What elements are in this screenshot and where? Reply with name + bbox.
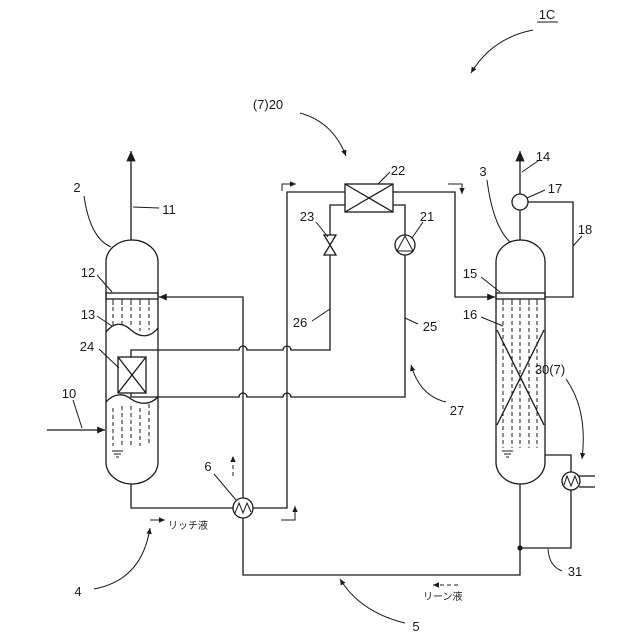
ref-11-label: 11 bbox=[162, 202, 176, 217]
ref-26-label: 26 bbox=[293, 315, 307, 330]
ref-5-label: 5 bbox=[412, 619, 419, 634]
heat-exchanger-6 bbox=[233, 498, 253, 518]
ref-6-label: 6 bbox=[204, 459, 211, 474]
leader-6 bbox=[214, 474, 236, 500]
unit-22-box bbox=[345, 184, 393, 212]
lean-line-5 bbox=[243, 484, 520, 575]
leader-25 bbox=[405, 318, 418, 324]
figure-label: 1C bbox=[539, 7, 556, 22]
leader-24 bbox=[99, 349, 119, 368]
line-26 bbox=[131, 255, 330, 357]
ref-23-label: 23 bbox=[300, 209, 314, 224]
line-23-to-22 bbox=[330, 205, 345, 235]
ref-25-label: 25 bbox=[423, 319, 437, 334]
leader-3 bbox=[487, 180, 510, 242]
ref-21-label: 21 bbox=[420, 209, 434, 224]
leader-12 bbox=[97, 275, 112, 292]
ref-10-label: 10 bbox=[62, 386, 76, 401]
packing-16 bbox=[497, 307, 544, 448]
leader-10 bbox=[73, 400, 82, 428]
ref-12-label: 12 bbox=[81, 265, 95, 280]
ref-3-label: 3 bbox=[479, 164, 486, 179]
leader-13 bbox=[97, 316, 112, 326]
leader-21 bbox=[412, 222, 423, 238]
liquid-level-mark-right bbox=[502, 451, 513, 457]
leader-22 bbox=[378, 172, 390, 184]
ref-27-label: 27 bbox=[450, 403, 464, 418]
rich-solution-label: リッチ液 bbox=[168, 519, 208, 532]
ref-16-label: 16 bbox=[463, 307, 477, 322]
ref-22-label: 22 bbox=[391, 163, 405, 178]
separator-17 bbox=[512, 194, 528, 210]
column-2-shell bbox=[106, 240, 158, 484]
ref-31-label: 31 bbox=[568, 564, 582, 579]
ref-13-label: 13 bbox=[81, 307, 95, 322]
packing-13-lower bbox=[113, 404, 149, 446]
leader-arrow-27 bbox=[411, 365, 446, 402]
ref-15-label: 15 bbox=[463, 266, 477, 281]
valve-23 bbox=[324, 235, 336, 255]
leader-arrow-30 bbox=[566, 379, 583, 459]
ref-2-label: 2 bbox=[73, 180, 80, 195]
leader-16 bbox=[481, 317, 503, 326]
leader-17 bbox=[527, 190, 545, 198]
leader-2 bbox=[84, 196, 111, 247]
ref-18-label: 18 bbox=[578, 222, 592, 237]
ref-14-label: 14 bbox=[536, 149, 550, 164]
distributor-15 bbox=[496, 293, 545, 299]
line-25 bbox=[131, 255, 405, 397]
line-31 bbox=[520, 490, 571, 548]
liquid-level-mark-left bbox=[112, 451, 123, 457]
cutaway-wave-top bbox=[106, 324, 158, 336]
leader-23 bbox=[316, 222, 328, 237]
leader-arrow-20 bbox=[300, 113, 346, 156]
distributor-12-nozzles bbox=[113, 299, 149, 305]
leader-arrow-5 bbox=[340, 579, 405, 623]
distributor-12 bbox=[106, 293, 158, 299]
packing-13-upper bbox=[113, 307, 149, 331]
ref-4-label: 4 bbox=[74, 584, 81, 599]
ref-24-label: 24 bbox=[80, 339, 94, 354]
leader-arrow-1c bbox=[471, 30, 533, 73]
leader-31 bbox=[548, 549, 562, 571]
column-2 bbox=[106, 240, 158, 484]
rich-line-to-column-3 bbox=[393, 192, 495, 297]
ref-17-label: 17 bbox=[548, 181, 562, 196]
leader-11 bbox=[133, 207, 159, 208]
distributor-15-nozzles bbox=[503, 299, 537, 305]
flow-arrow-top-left bbox=[282, 184, 296, 191]
ref-20-label: (7)20 bbox=[253, 97, 283, 112]
ref-30-label: 30(7) bbox=[535, 362, 565, 377]
cutaway-wave-bottom bbox=[106, 395, 158, 403]
leader-15 bbox=[481, 277, 500, 292]
reboiler-return-line bbox=[545, 455, 571, 472]
reflux-18-line bbox=[528, 202, 573, 297]
rich-line-bottom bbox=[131, 484, 233, 508]
leader-26 bbox=[312, 309, 330, 321]
reboiler-30 bbox=[562, 472, 595, 490]
unit-24-box bbox=[118, 357, 146, 393]
leader-18 bbox=[573, 236, 582, 246]
lean-solution-label: リーン液 bbox=[423, 590, 463, 603]
leader-arrow-4 bbox=[94, 528, 150, 589]
line-21-to-22 bbox=[393, 205, 405, 235]
